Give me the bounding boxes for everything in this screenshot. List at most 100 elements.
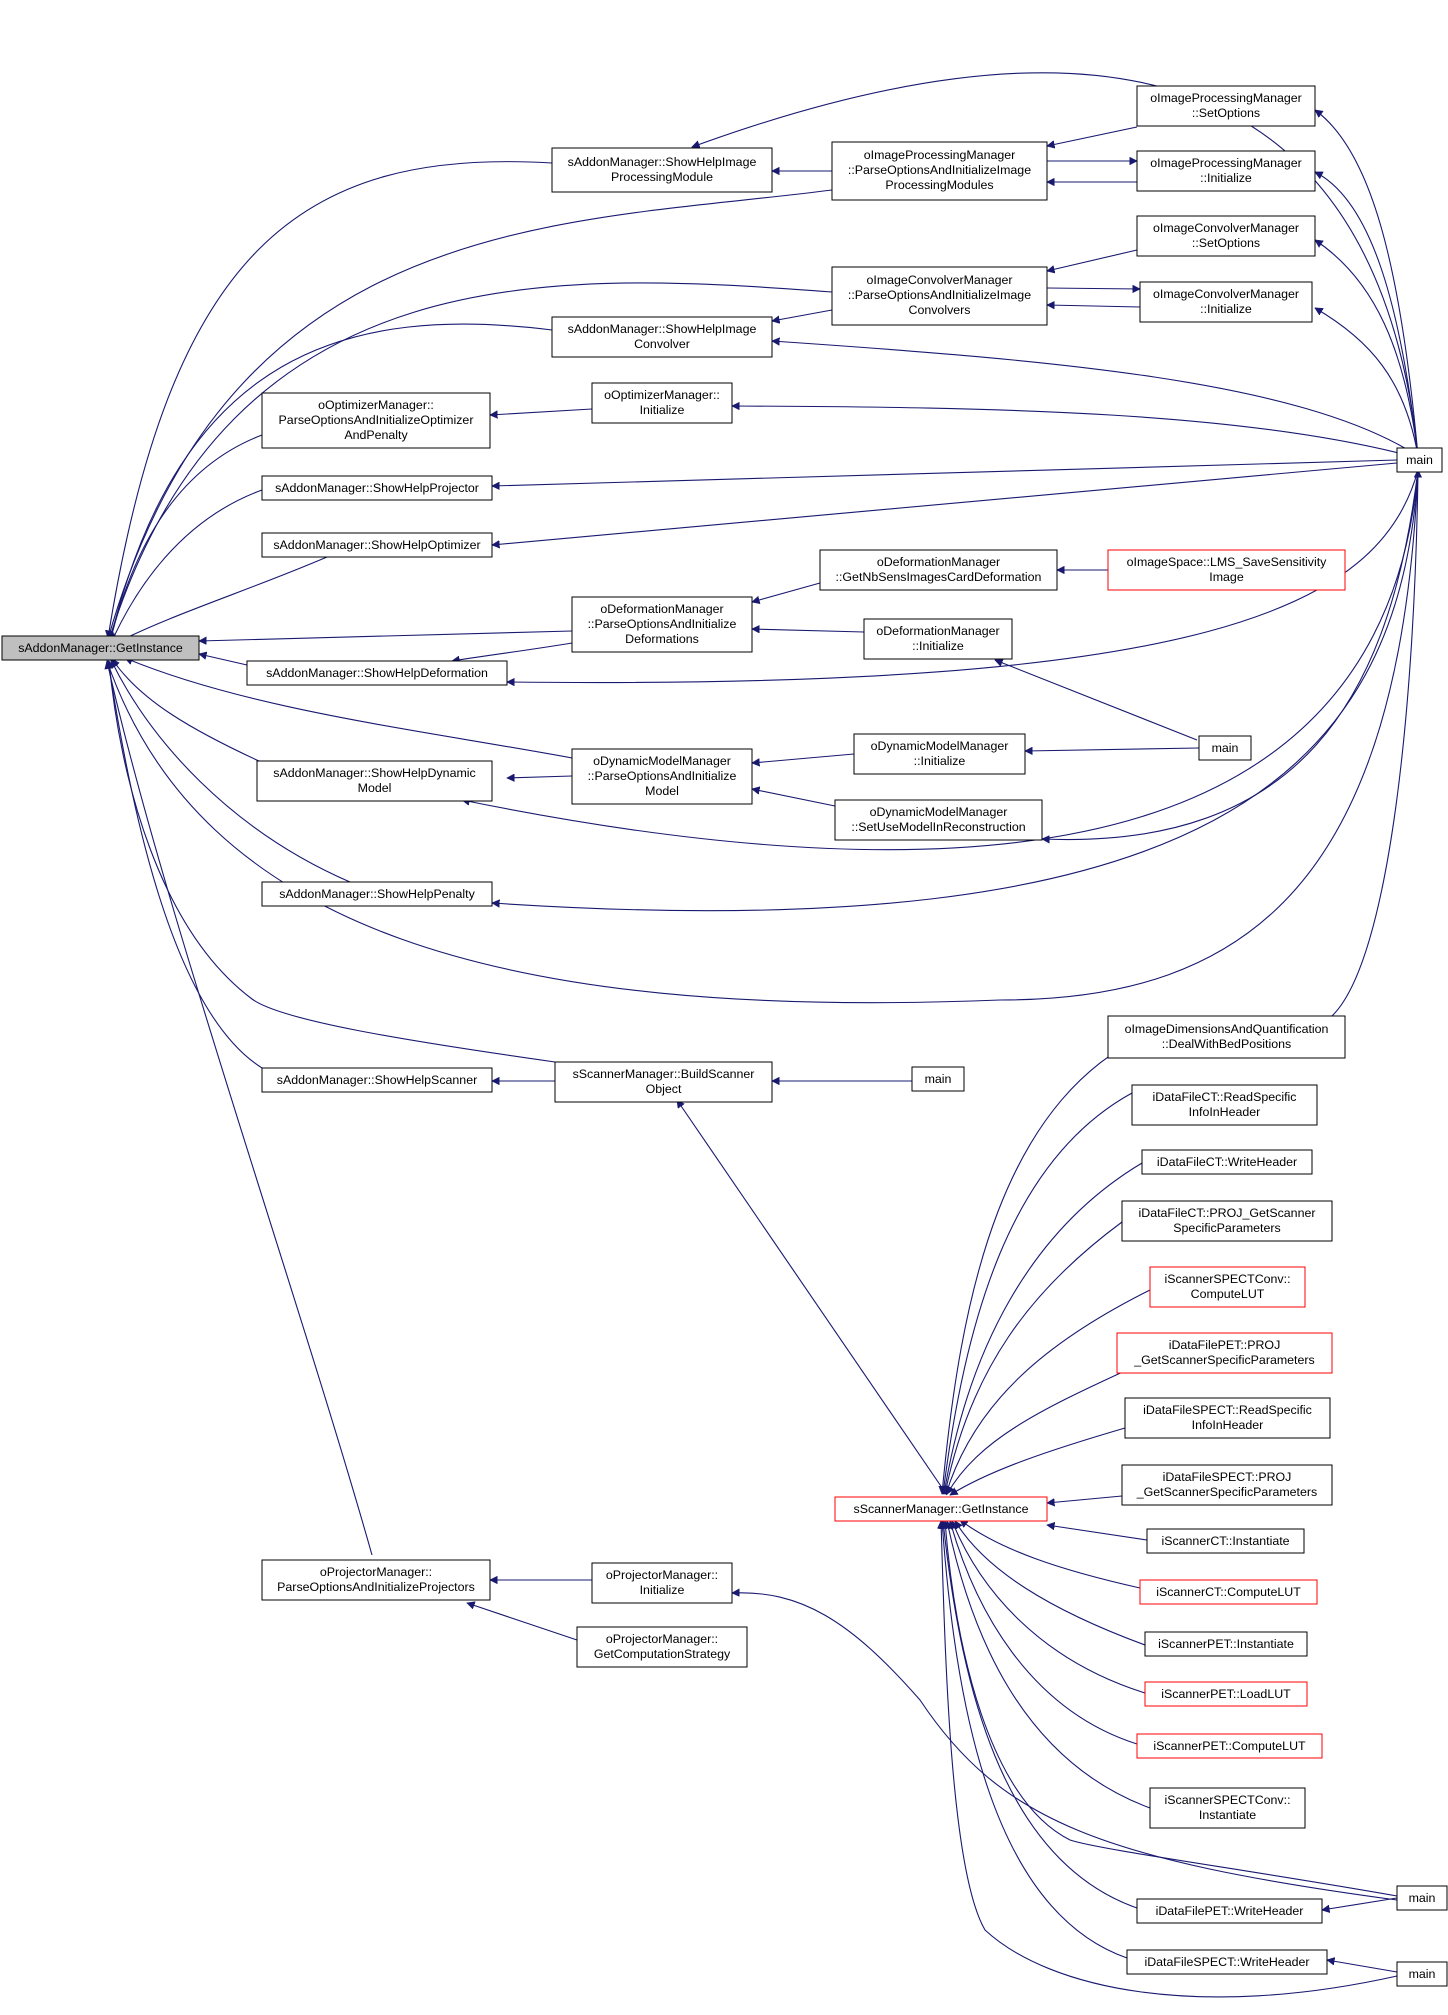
edge-scanctlut-to-scangetinst: [960, 1520, 1141, 1589]
edge-scanpetinst-to-scangetinst: [954, 1521, 1146, 1646]
node-scanner-buildobject[interactable]: sScannerManager::BuildScanner Object: [554, 1061, 773, 1103]
node-scannerspectconv-computelut[interactable]: iScannerSPECTConv:: ComputeLUT: [1149, 1266, 1306, 1308]
edge-dfpetproj-to-scangetinst: [946, 1369, 1128, 1494]
edge-main1-to-root: [107, 469, 1419, 1004]
svg-text:::Initialize: ::Initialize: [914, 754, 966, 768]
node-showhelp-optimizer[interactable]: sAddonManager::ShowHelpOptimizer: [261, 532, 493, 558]
node-layer: sAddonManager::GetInstance sAddonManager…: [1, 85, 1448, 1987]
node-showhelp-projector[interactable]: sAddonManager::ShowHelpProjector: [261, 475, 493, 501]
svg-text:sAddonManager::ShowHelpDeforma: sAddonManager::ShowHelpDeformation: [266, 666, 488, 680]
node-projector-parse[interactable]: oProjectorManager:: ParseOptionsAndIniti…: [261, 1559, 491, 1601]
node-optimizer-initialize[interactable]: oOptimizerManager:: Initialize: [591, 382, 733, 424]
node-scanner-getinstance[interactable]: sScannerManager::GetInstance: [834, 1496, 1048, 1522]
edge-projgetcomp-to-projparse: [467, 1603, 578, 1641]
svg-text:oDynamicModelManager: oDynamicModelManager: [871, 739, 1009, 753]
svg-text:iDataFileCT::WriteHeader: iDataFileCT::WriteHeader: [1157, 1155, 1297, 1169]
svg-text:sAddonManager::ShowHelpImage: sAddonManager::ShowHelpImage: [568, 322, 757, 336]
node-showhelp-dynamic-model[interactable]: sAddonManager::ShowHelpDynamic Model: [256, 760, 493, 802]
node-scannerct-computelut[interactable]: iScannerCT::ComputeLUT: [1139, 1579, 1318, 1605]
node-imgconv-parse[interactable]: oImageConvolverManager ::ParseOptionsAnd…: [831, 266, 1048, 326]
node-main-5[interactable]: main: [1396, 1961, 1448, 1987]
svg-text:oImageConvolverManager: oImageConvolverManager: [866, 273, 1012, 287]
edge-main1-to-showhelpopt: [492, 462, 1398, 545]
edge-main1-to-dynsetuse: [1042, 469, 1419, 840]
node-showhelp-image-convolver[interactable]: sAddonManager::ShowHelpImage Convolver: [551, 316, 773, 358]
edge-layer: [107, 72, 1419, 1998]
node-imagedimensions-dealwithbed[interactable]: oImageDimensionsAndQuantification ::Deal…: [1107, 1015, 1346, 1059]
node-imgconv-initialize[interactable]: oImageConvolverManager ::Initialize: [1139, 281, 1313, 323]
node-optimizer-parse[interactable]: oOptimizerManager:: ParseOptionsAndIniti…: [261, 392, 491, 449]
edge-dfctproj-to-scangetinst: [945, 1221, 1123, 1494]
svg-text:iDataFilePET::PROJ: iDataFilePET::PROJ: [1169, 1338, 1281, 1352]
svg-text:oDeformationManager: oDeformationManager: [600, 602, 723, 616]
node-datafilect-readspecific[interactable]: iDataFileCT::ReadSpecific InfoInHeader: [1131, 1084, 1318, 1126]
svg-text:oDynamicModelManager: oDynamicModelManager: [593, 754, 731, 768]
node-showhelp-deformation[interactable]: sAddonManager::ShowHelpDeformation: [246, 660, 508, 686]
edge-dfpetwrite-to-scangetinst: [943, 1521, 1138, 1909]
edge-showhelpscan-to-root: [108, 661, 263, 1069]
node-imgproc-parse[interactable]: oImageProcessingManager ::ParseOptionsAn…: [831, 141, 1048, 201]
node-scannerspectconv-instantiate[interactable]: iScannerSPECTConv:: Instantiate: [1149, 1787, 1306, 1829]
svg-text:iDataFileSPECT::WriteHeader: iDataFileSPECT::WriteHeader: [1144, 1955, 1309, 1969]
node-main-1[interactable]: main: [1396, 447, 1443, 473]
svg-text:::Initialize: ::Initialize: [1200, 171, 1252, 185]
svg-text:sAddonManager::ShowHelpPenalty: sAddonManager::ShowHelpPenalty: [279, 887, 475, 901]
edge-main1-to-imgprocinit: [1315, 171, 1419, 457]
node-imgconv-setoptions[interactable]: oImageConvolverManager ::SetOptions: [1136, 215, 1316, 257]
node-datafilepet-proj[interactable]: iDataFilePET::PROJ _GetScannerSpecificPa…: [1116, 1332, 1333, 1374]
edge-optparse-to-root: [110, 434, 263, 642]
node-projector-initialize[interactable]: oProjectorManager:: Initialize: [591, 1562, 733, 1604]
node-dynamic-setusemodel[interactable]: oDynamicModelManager ::SetUseModelInReco…: [834, 799, 1043, 841]
node-scannerpet-computelut[interactable]: iScannerPET::ComputeLUT: [1136, 1733, 1323, 1759]
node-imgproc-setoptions[interactable]: oImageProcessingManager ::SetOptions: [1136, 85, 1316, 127]
node-deformation-parse[interactable]: oDeformationManager ::ParseOptionsAndIni…: [571, 596, 753, 653]
node-datafilespect-writeheader[interactable]: iDataFileSPECT::WriteHeader: [1126, 1949, 1328, 1975]
edge-showhelppen-to-root: [110, 660, 351, 883]
node-datafilepet-writeheader[interactable]: iDataFilePET::WriteHeader: [1136, 1898, 1323, 1924]
svg-text:InfoInHeader: InfoInHeader: [1192, 1418, 1264, 1432]
svg-text:InfoInHeader: InfoInHeader: [1189, 1105, 1261, 1119]
node-showhelp-scanner[interactable]: sAddonManager::ShowHelpScanner: [261, 1067, 493, 1093]
edge-defparse-to-showhelpdef: [452, 642, 573, 661]
edge-dfspectread-to-scangetinst: [950, 1427, 1126, 1496]
edge-main1-to-showhelppen: [492, 469, 1419, 912]
node-main-4[interactable]: main: [1396, 1885, 1448, 1911]
node-scannerpet-instantiate[interactable]: iScannerPET::Instantiate: [1144, 1631, 1308, 1657]
svg-text:iDataFileCT::ReadSpecific: iDataFileCT::ReadSpecific: [1153, 1090, 1297, 1104]
node-lms-save-sensitivity[interactable]: oImageSpace::LMS_SaveSensitivity Image: [1107, 549, 1346, 591]
edge-main4-to-scangetinst: [945, 1521, 1398, 1897]
node-dynamic-parse[interactable]: oDynamicModelManager ::ParseOptionsAndIn…: [571, 748, 753, 805]
node-deformation-getnbsens[interactable]: oDeformationManager ::GetNbSensImagesCar…: [819, 549, 1058, 591]
edge-scanctinst-to-scangetinst: [1047, 1525, 1148, 1541]
edge-definit-to-defparse: [752, 629, 865, 632]
node-datafilespect-readspecific[interactable]: iDataFileSPECT::ReadSpecific InfoInHeade…: [1124, 1397, 1331, 1439]
node-main-3[interactable]: main: [911, 1066, 965, 1092]
svg-text:iScannerPET::LoadLUT: iScannerPET::LoadLUT: [1161, 1687, 1291, 1701]
edge-dynparse-to-showhelpdyn: [507, 776, 573, 778]
node-showhelp-image-processing[interactable]: sAddonManager::ShowHelpImage ProcessingM…: [551, 147, 773, 193]
node-main-2[interactable]: main: [1198, 735, 1252, 761]
node-showhelp-penalty[interactable]: sAddonManager::ShowHelpPenalty: [261, 881, 493, 907]
edge-scanpetlut-to-scangetinst: [950, 1521, 1138, 1745]
node-dynamic-initialize[interactable]: oDynamicModelManager ::Initialize: [853, 733, 1026, 775]
edge-main1-to-showhelpconv: [772, 341, 1419, 457]
node-projector-getcomputationstrategy[interactable]: oProjectorManager:: GetComputationStrate…: [576, 1626, 748, 1668]
edge-showhelpdyn-to-root: [112, 659, 273, 768]
node-deformation-initialize[interactable]: oDeformationManager ::Initialize: [863, 618, 1013, 660]
svg-text:SpecificParameters: SpecificParameters: [1173, 1221, 1280, 1235]
node-datafilect-proj[interactable]: iDataFileCT::PROJ_GetScanner SpecificPar…: [1121, 1200, 1333, 1242]
edge-main4-to-dfpetwrite: [1322, 1897, 1398, 1910]
svg-text:ParseOptionsAndInitializeProje: ParseOptionsAndInitializeProjectors: [277, 1580, 475, 1594]
node-scannerpet-loadlut[interactable]: iScannerPET::LoadLUT: [1144, 1681, 1308, 1707]
node-scannerct-instantiate[interactable]: iScannerCT::Instantiate: [1146, 1528, 1305, 1554]
node-root[interactable]: sAddonManager::GetInstance: [1, 635, 200, 661]
svg-text:oOptimizerManager::: oOptimizerManager::: [604, 388, 720, 402]
node-imgproc-initialize[interactable]: oImageProcessingManager ::Initialize: [1136, 150, 1316, 192]
node-datafilect-writeheader[interactable]: iDataFileCT::WriteHeader: [1141, 1149, 1313, 1175]
svg-text:ParseOptionsAndInitializeOptim: ParseOptionsAndInitializeOptimizer: [279, 413, 474, 427]
edge-dynsetuse-to-dynparse: [752, 789, 836, 807]
svg-text:oOptimizerManager::: oOptimizerManager::: [318, 398, 434, 412]
svg-text:iDataFileSPECT::PROJ: iDataFileSPECT::PROJ: [1163, 1470, 1292, 1484]
node-datafilespect-proj[interactable]: iDataFileSPECT::PROJ _GetScannerSpecific…: [1121, 1464, 1333, 1506]
